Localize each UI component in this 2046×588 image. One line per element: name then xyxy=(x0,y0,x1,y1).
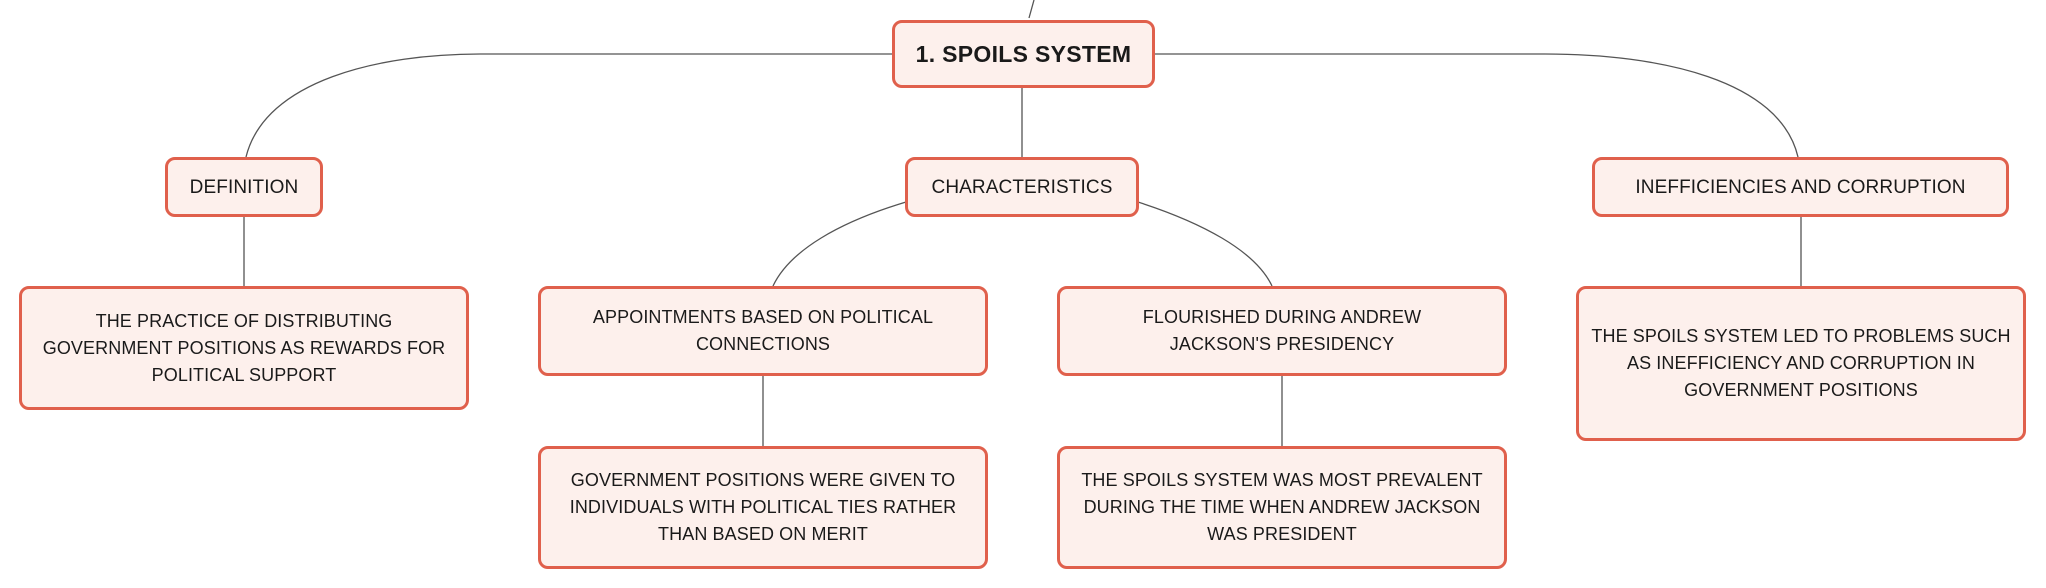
flourished-detail-text: THE SPOILS SYSTEM WAS MOST PREVALENT DUR… xyxy=(1081,470,1483,544)
appointments-node[interactable]: APPOINTMENTS BASED ON POLITICAL CONNECTI… xyxy=(538,286,988,376)
connector-characteristics-appointments xyxy=(772,201,907,287)
connector-root-parent xyxy=(1028,0,1035,19)
branch-inefficiencies[interactable]: INEFFICIENCIES AND CORRUPTION xyxy=(1592,157,2009,217)
appointments-text: APPOINTMENTS BASED ON POLITICAL CONNECTI… xyxy=(592,307,934,354)
appointments-detail-text: GOVERNMENT POSITIONS WERE GIVEN TO INDIV… xyxy=(569,470,957,544)
branch-characteristics[interactable]: CHARACTERISTICS xyxy=(905,157,1139,217)
definition-detail-text: THE PRACTICE OF DISTRIBUTING GOVERNMENT … xyxy=(42,310,446,385)
connector-characteristics-flourished xyxy=(1137,201,1273,287)
flourished-node[interactable]: FLOURISHED DURING ANDREW JACKSON'S PRESI… xyxy=(1057,286,1507,376)
root-label: 1. SPOILS SYSTEM xyxy=(915,40,1132,67)
inefficiencies-detail-text: THE SPOILS SYSTEM LED TO PROBLEMS SUCH A… xyxy=(1591,326,2011,400)
root-node[interactable]: 1. SPOILS SYSTEM xyxy=(892,20,1155,88)
branch-definition-label: DEFINITION xyxy=(189,176,299,198)
appointments-detail-node[interactable]: GOVERNMENT POSITIONS WERE GIVEN TO INDIV… xyxy=(538,446,988,569)
branch-characteristics-label: CHARACTERISTICS xyxy=(931,176,1113,198)
branch-definition[interactable]: DEFINITION xyxy=(165,157,323,217)
flourished-detail-node[interactable]: THE SPOILS SYSTEM WAS MOST PREVALENT DUR… xyxy=(1057,446,1507,569)
flourished-text: FLOURISHED DURING ANDREW JACKSON'S PRESI… xyxy=(1142,307,1422,354)
connector-root-inefficiencies xyxy=(1155,53,1799,158)
definition-detail-node[interactable]: THE PRACTICE OF DISTRIBUTING GOVERNMENT … xyxy=(19,286,469,410)
connector-root-definition xyxy=(245,53,892,158)
inefficiencies-detail-node[interactable]: THE SPOILS SYSTEM LED TO PROBLEMS SUCH A… xyxy=(1576,286,2026,441)
branch-inefficiencies-label: INEFFICIENCIES AND CORRUPTION xyxy=(1635,176,1966,198)
